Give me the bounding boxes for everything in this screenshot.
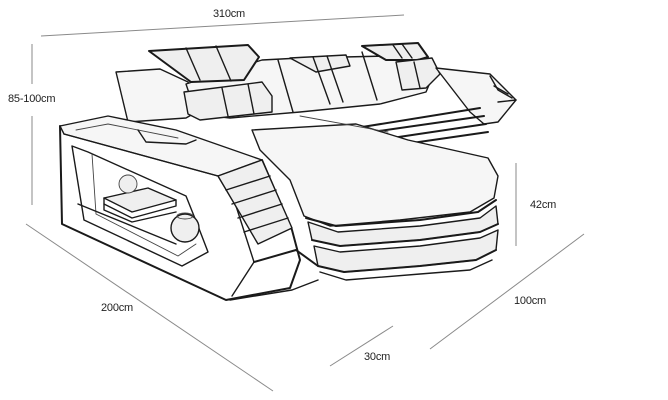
arm-width-label: 30cm <box>364 351 391 363</box>
chaise-depth-label: 100cm <box>514 295 547 307</box>
right-armrest <box>355 67 517 144</box>
seat-height-label: 42cm <box>530 199 557 211</box>
storage-armrest-with-shelf <box>59 115 319 301</box>
shelf-items <box>103 174 200 243</box>
side-dimension-line <box>25 223 274 392</box>
width-dimension-line <box>40 14 405 37</box>
side-length-label: 200cm <box>101 302 134 314</box>
dimension-lines <box>25 14 585 392</box>
chaise-depth-dimension-line <box>429 233 585 350</box>
width-label: 310cm <box>213 8 246 20</box>
height-label: 85-100cm <box>8 93 56 105</box>
sofa-back <box>115 42 441 123</box>
decorative-vase <box>170 213 200 243</box>
headrest-left <box>148 44 260 83</box>
pillow-right <box>395 57 441 91</box>
chaise-seat <box>251 115 499 281</box>
arm-width-dimension-line <box>329 325 394 367</box>
